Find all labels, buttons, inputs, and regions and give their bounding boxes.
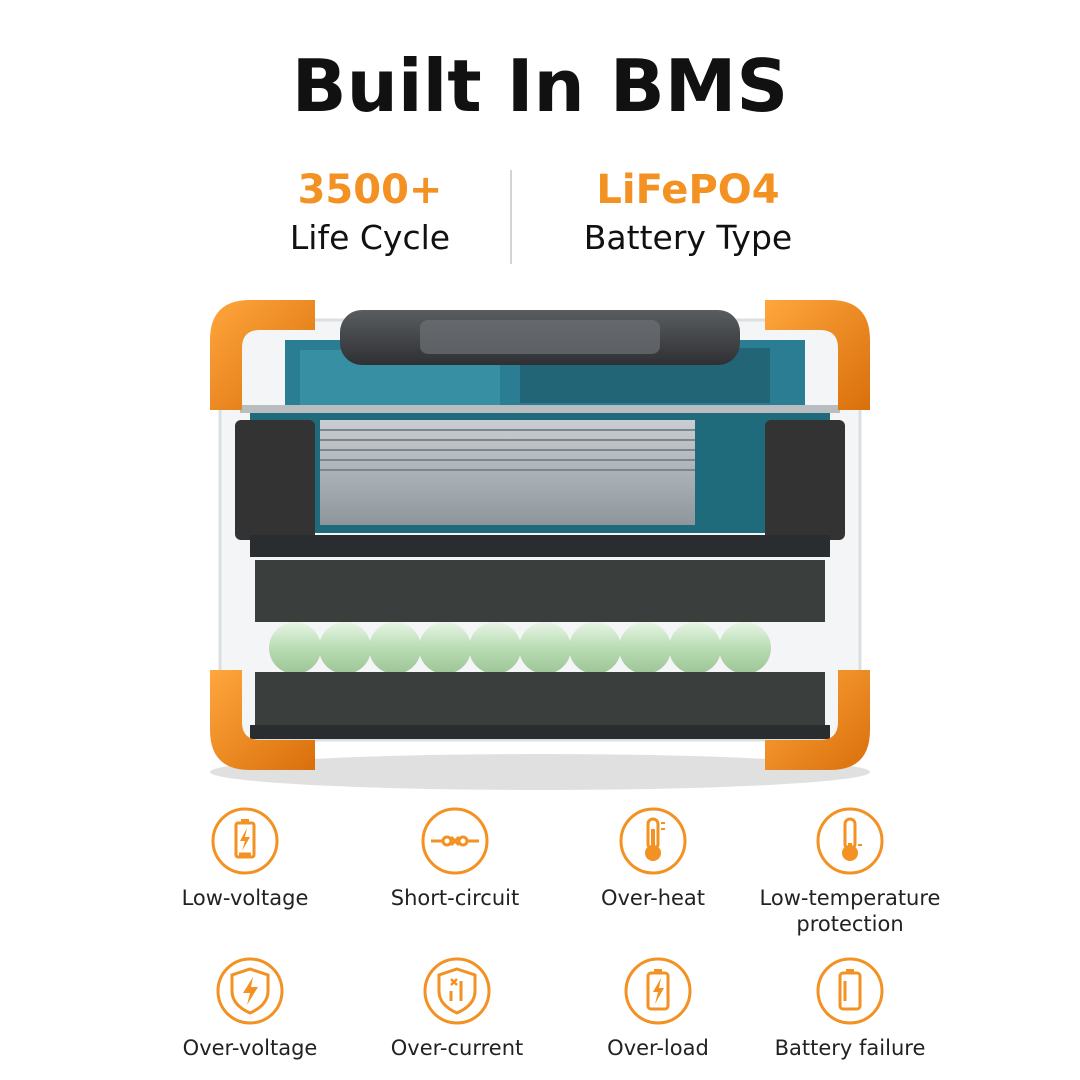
stat-label: Life Cycle <box>289 218 451 257</box>
power-station-cutaway-image <box>210 300 870 790</box>
battery-failure-icon <box>814 955 886 1027</box>
feature-label: Low-voltage <box>181 886 309 910</box>
feature-over-current: Over-current <box>347 955 567 1061</box>
stats-row: 3500+ Life Cycle LiFePO4 Battery Type <box>0 164 1080 274</box>
feature-label-line: Low-temperature <box>759 886 941 910</box>
short-circuit-icon <box>419 805 491 877</box>
stat-value: 3500+ <box>297 167 443 213</box>
feature-battery-failure: Battery failure <box>740 955 960 1061</box>
stat-battery-type: LiFePO4 Battery Type <box>508 164 868 260</box>
battery-low-icon <box>209 805 281 877</box>
feature-low-temperature: Low-temperature protection <box>740 805 960 937</box>
protection-features: Low-voltage Short-circuit <box>0 800 1080 1080</box>
stat-life-cycle: 3500+ Life Cycle <box>190 164 550 260</box>
feature-over-heat: Over-heat <box>543 805 763 911</box>
feature-low-voltage: Low-voltage <box>135 805 355 911</box>
feature-label: Over-load <box>607 1036 709 1060</box>
feature-label: Over-voltage <box>182 1036 318 1060</box>
thermometer-hot-icon <box>617 805 689 877</box>
feature-label: Short-circuit <box>390 886 520 910</box>
feature-label: Battery failure <box>774 1036 926 1060</box>
shield-bolt-icon <box>214 955 286 1027</box>
feature-over-voltage: Over-voltage <box>140 955 360 1061</box>
feature-label: Over-heat <box>600 886 706 910</box>
stat-divider <box>510 170 512 264</box>
feature-label: Over-current <box>390 1036 524 1060</box>
stat-value: LiFePO4 <box>596 167 780 213</box>
feature-short-circuit: Short-circuit <box>345 805 565 911</box>
shield-current-icon <box>421 955 493 1027</box>
feature-label: Low-temperature protection <box>740 885 960 937</box>
thermometer-cold-icon <box>814 805 886 877</box>
battery-bolt-icon <box>622 955 694 1027</box>
page-title: Built In BMS <box>291 44 789 128</box>
stat-label: Battery Type <box>583 218 793 257</box>
feature-label-line: protection <box>796 912 904 936</box>
feature-over-load: Over-load <box>548 955 768 1061</box>
